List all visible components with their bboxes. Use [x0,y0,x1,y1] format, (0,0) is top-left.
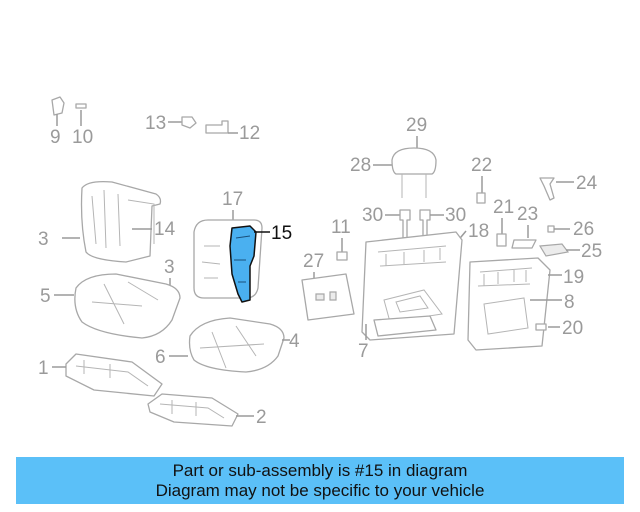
banner-line-2: Diagram may not be specific to your vehi… [155,480,485,500]
part-24-latch [539,177,555,201]
callout-4: 4 [289,331,300,352]
callout-11: 11 [331,217,351,238]
part-8-seatback-back [483,297,529,335]
part-19-seatback-panel [467,257,551,351]
callout-10: 10 [72,127,93,148]
callout-5: 5 [40,286,51,307]
callout-23: 23 [517,204,538,225]
callout-29: 29 [406,115,427,136]
part-10-pin [75,103,87,109]
callout-30-right: 30 [445,205,466,226]
callout-3: 3 [164,257,175,278]
part-11-nut [336,251,348,261]
callout-26: 26 [573,219,594,240]
callout-16: 3 [38,229,49,250]
callout-25: 25 [581,241,602,262]
info-banner: Part or sub-assembly is #15 in diagram D… [16,457,624,504]
part-2-seat-frame [147,393,239,427]
part-20-bolt [535,323,547,331]
part-22-clip [476,192,486,204]
part-16-seatback-frame [80,180,162,263]
banner-line-1: Part or sub-assembly is #15 in diagram [172,460,468,480]
part-4-seat-cushion-cover [188,317,285,373]
callout-15: 15 [271,223,292,244]
part-30-bolt-right [419,209,431,239]
part-1-seat-frame [65,353,163,397]
callout-13: 13 [145,113,166,134]
part-25-handle [538,243,570,257]
part-15-side-bolster [229,225,257,303]
callout-6: 6 [155,347,166,368]
part-23-plate [511,239,537,249]
part-18-seatback-frame [361,231,463,341]
part-9-clip [51,96,65,116]
callout-28: 28 [350,155,371,176]
callout-30-left: 30 [362,205,383,226]
callout-8: 8 [564,292,575,313]
callout-9: 9 [50,127,61,148]
callout-18: 18 [468,221,489,242]
callout-17: 17 [222,189,243,210]
callout-14: 14 [154,219,176,240]
callout-21: 21 [493,197,514,218]
callout-27: 27 [303,251,324,272]
callout-22: 22 [471,155,492,176]
part-27-hardware-kit [301,273,355,321]
part-21-cap [496,233,507,247]
callout-19: 19 [563,267,584,288]
callout-24: 24 [576,173,598,194]
callout-12: 12 [239,123,260,144]
part-28-headrest [391,147,437,198]
callout-7: 7 [358,341,369,362]
parts-diagram: 9 10 13 12 29 28 22 24 3 14 17 15 30 [38,96,602,428]
part-26-screw [547,225,555,233]
callout-1: 1 [38,358,49,379]
callout-2: 2 [256,407,267,428]
part-13-hook [181,116,197,129]
part-12-bracket [205,120,229,134]
callout-20: 20 [562,318,583,339]
part-5-seat-cushion [74,273,181,339]
part-30-bolt-left [399,209,411,239]
